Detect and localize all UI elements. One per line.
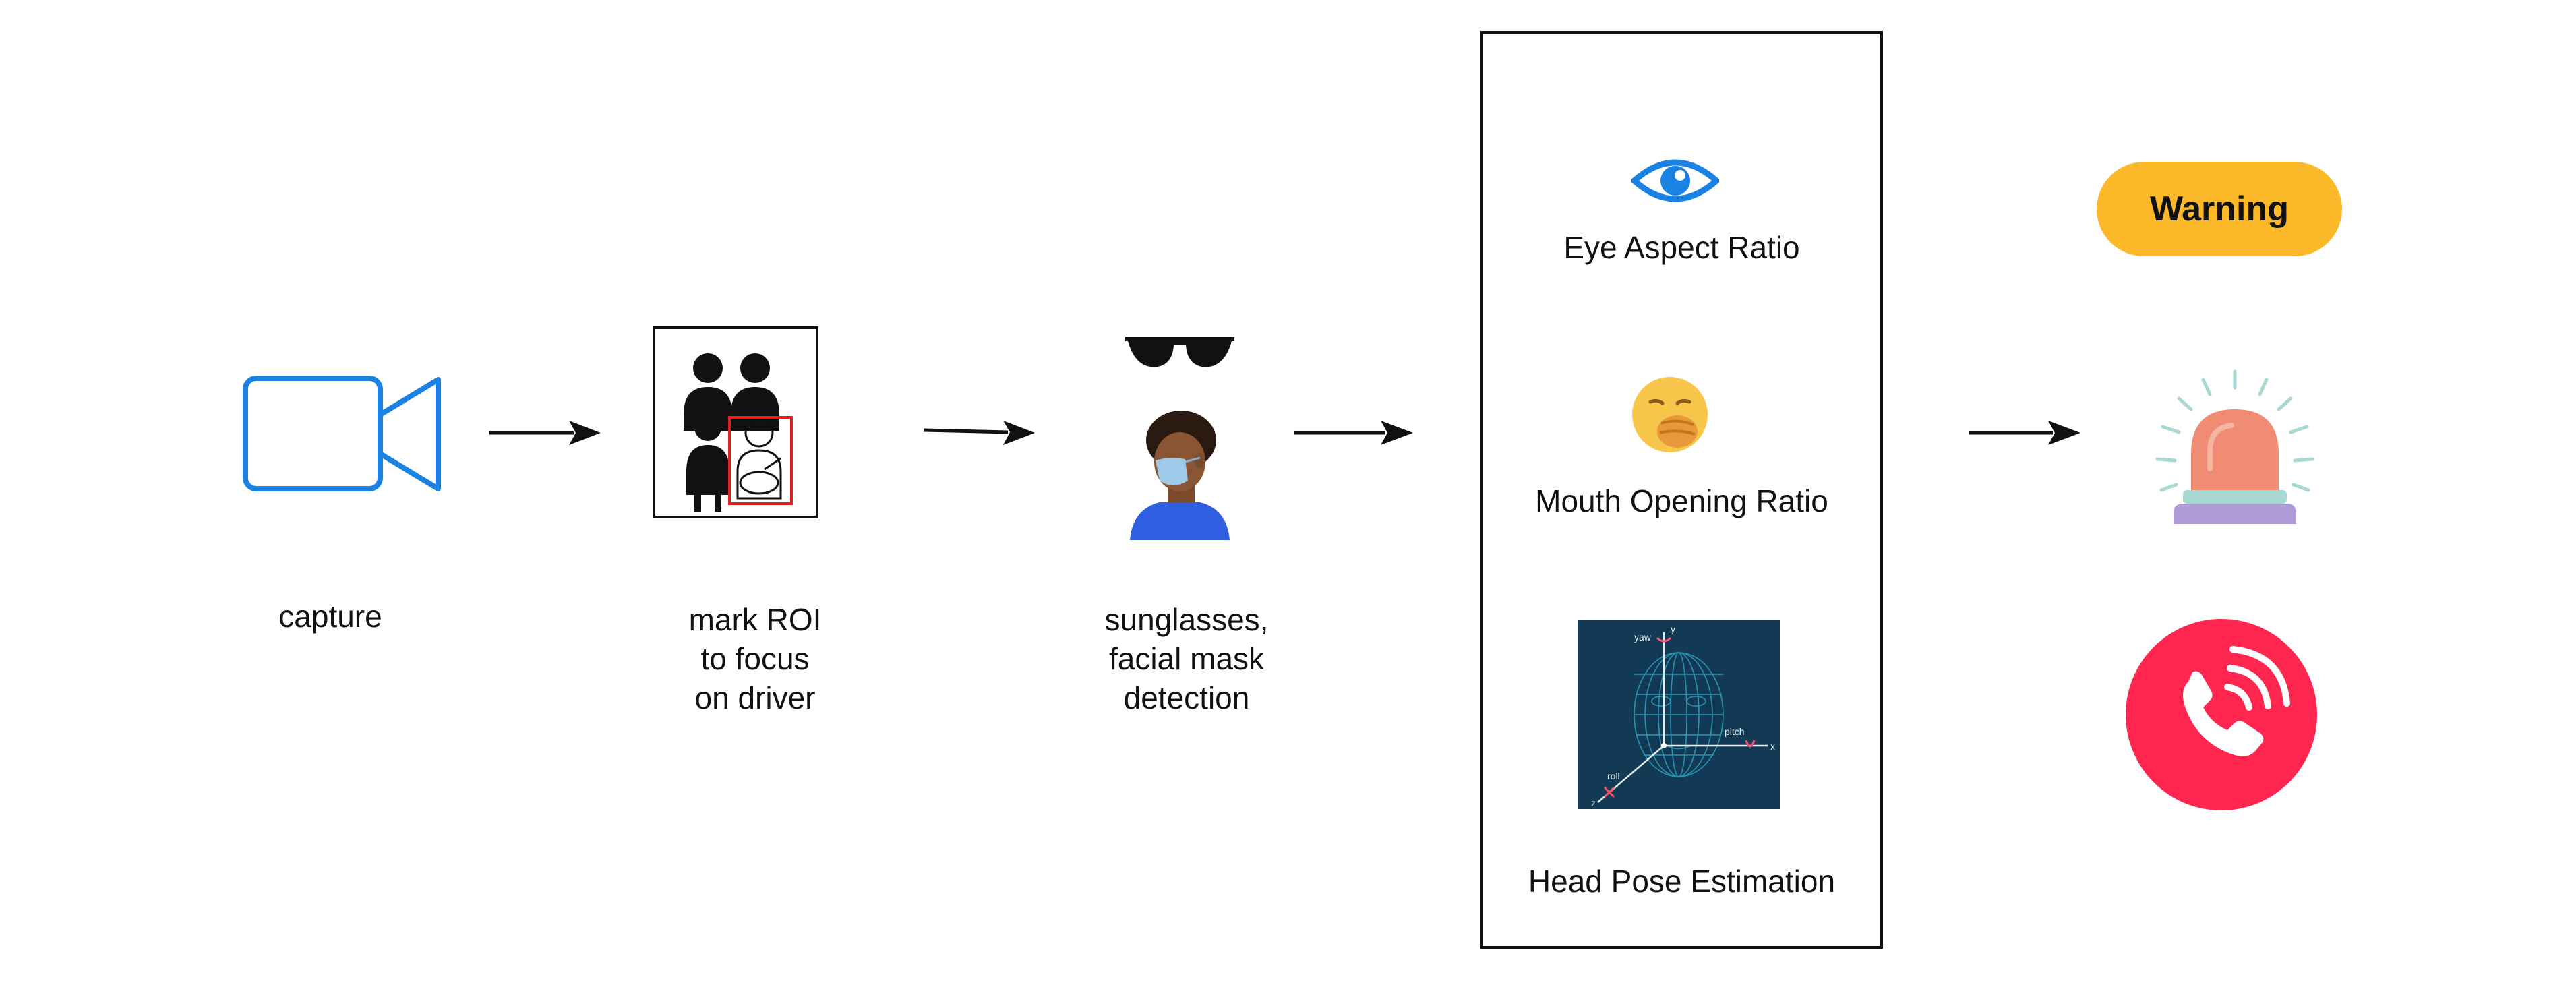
yawning-face-icon xyxy=(1630,375,1710,454)
axis-roll-label: roll xyxy=(1607,771,1620,781)
sunglasses-icon xyxy=(1122,330,1237,374)
phone-call-icon xyxy=(2124,617,2319,812)
axis-z-label: z xyxy=(1591,798,1596,808)
arrow-detection-to-features xyxy=(1294,419,1416,446)
axis-x-label: x xyxy=(1770,741,1775,752)
mouth-opening-ratio-label: Mouth Opening Ratio xyxy=(1535,483,1828,518)
arrow-features-to-outputs xyxy=(1969,419,2083,446)
detection-label-line-3: detection xyxy=(1123,680,1250,715)
axis-yaw-label: yaw xyxy=(1634,632,1652,643)
capture-label-line: capture xyxy=(278,599,382,634)
axis-y-label: y xyxy=(1671,624,1675,634)
eye-aspect-ratio-label: Eye Aspect Ratio xyxy=(1563,230,1800,265)
axis-pitch-label: pitch xyxy=(1725,726,1745,737)
detection-label-line-2: facial mask xyxy=(1108,641,1265,676)
head-pose-estimation-label: Head Pose Estimation xyxy=(1528,864,1836,899)
eye-icon xyxy=(1631,154,1719,208)
arrow-capture-to-roi xyxy=(489,419,604,446)
siren-icon xyxy=(2144,367,2326,529)
detection-label: sunglasses, facial mask detection xyxy=(1085,600,1288,717)
detection-label-line-1: sunglasses, xyxy=(1104,602,1269,637)
roi-label-line-3: on driver xyxy=(694,680,816,715)
roi-label: mark ROI to focus on driver xyxy=(667,600,843,717)
head-pose-mesh-icon: yaw y pitch x roll z xyxy=(1578,620,1780,809)
arrow-roi-to-detection xyxy=(924,418,1038,445)
roi-label-line-1: mark ROI xyxy=(688,602,822,637)
passengers-roi-icon xyxy=(653,326,818,518)
masked-driver-icon xyxy=(1126,408,1234,543)
capture-label: capture xyxy=(243,597,418,636)
warning-badge: Warning xyxy=(2097,162,2342,256)
video-camera-icon xyxy=(243,374,445,496)
roi-label-line-2: to focus xyxy=(700,641,810,676)
